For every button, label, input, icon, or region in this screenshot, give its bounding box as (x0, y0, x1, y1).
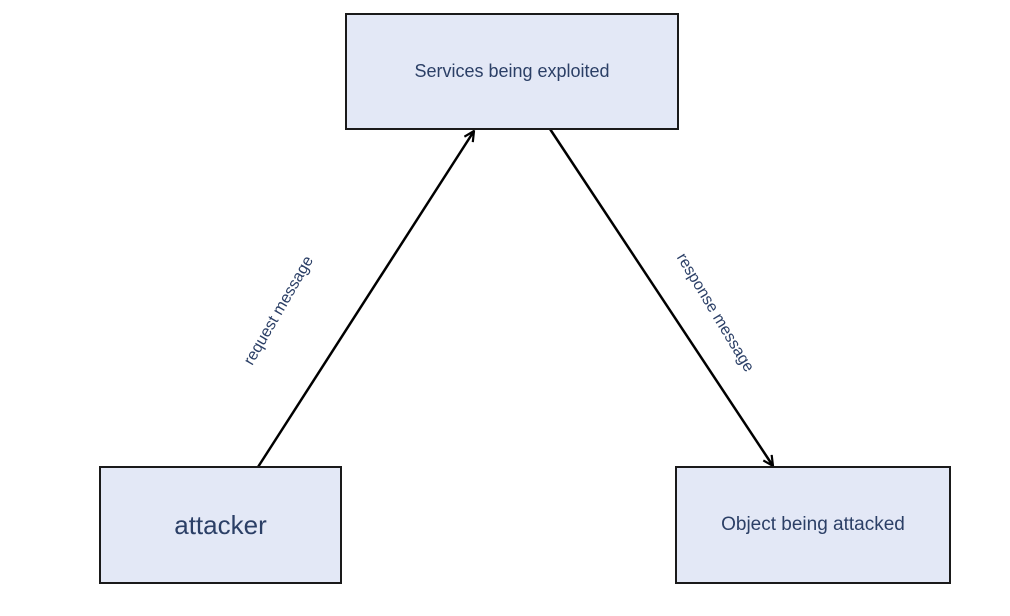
services-node: Services being exploited (345, 13, 679, 130)
request-arrow (256, 131, 474, 468)
services-label: Services being exploited (414, 61, 610, 81)
attacker-node: attacker (99, 466, 342, 584)
target-label: Object being attacked (721, 514, 905, 535)
response-arrow (548, 128, 773, 466)
target-node: Object being attacked (675, 466, 951, 584)
attacker-label: attacker (174, 509, 267, 540)
